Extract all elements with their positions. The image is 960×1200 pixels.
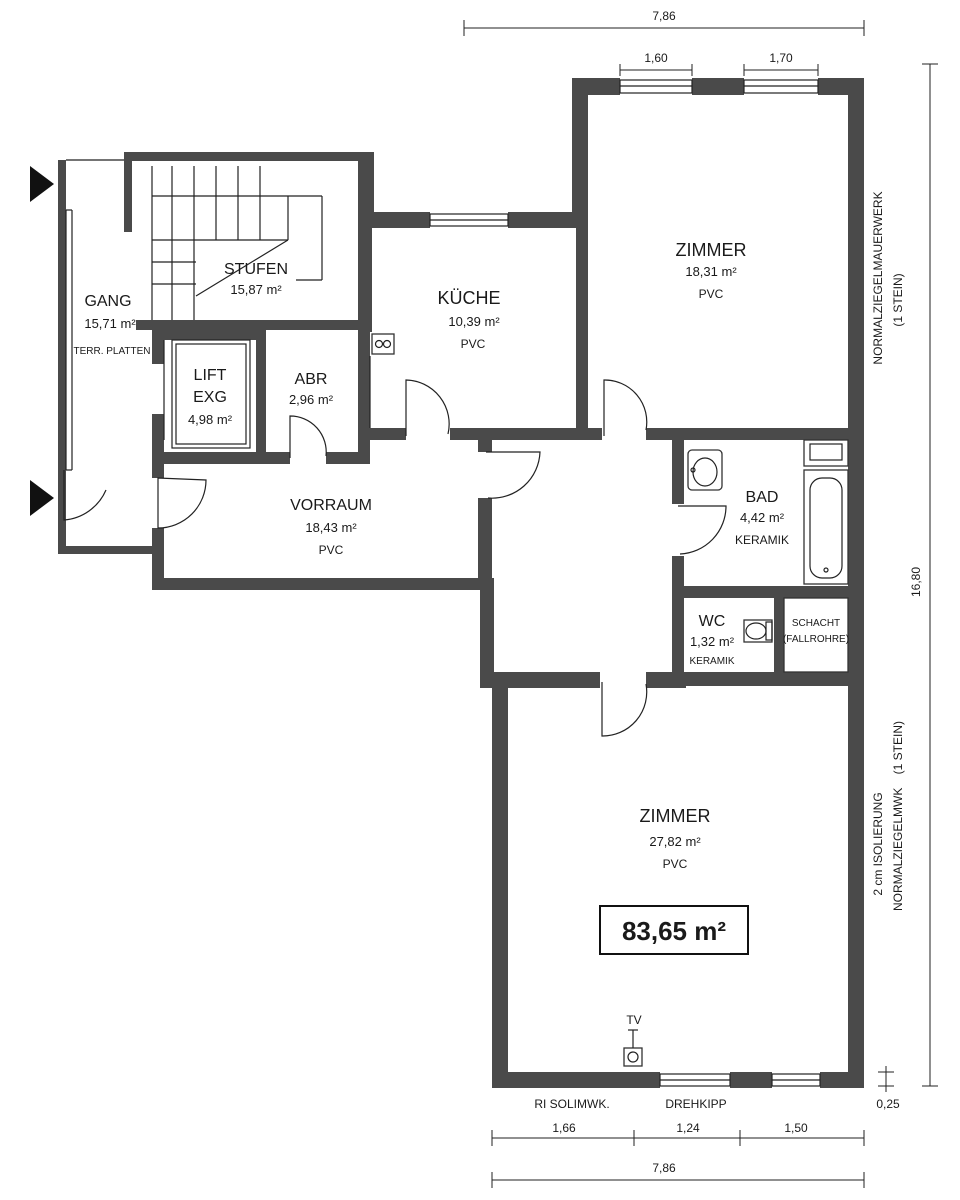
- zimmer-bottom-material: PVC: [663, 857, 688, 871]
- zimmer-bottom-name: ZIMMER: [640, 806, 711, 826]
- room-labels: GANG 15,71 m² TERR. PLATTEN STUFEN 15,87…: [73, 240, 849, 1027]
- dim-bottom-seg-1: 1,66: [552, 1121, 576, 1135]
- lift-name-1: LIFT: [194, 367, 227, 384]
- wall-note-lower-1: 2 cm ISOLIERUNG: [871, 792, 885, 895]
- bottom-note-right: DREHKIPP: [665, 1097, 726, 1111]
- bad-name: BAD: [746, 489, 779, 506]
- dim-right-height: 16,80: [909, 567, 923, 597]
- bad-area: 4,42 m²: [740, 510, 785, 525]
- dim-bottom-total: 7,86: [652, 1161, 676, 1175]
- bad-material: KERAMIK: [735, 533, 789, 547]
- gang-area: 15,71 m²: [84, 316, 136, 331]
- dim-right-offset: 0,25: [876, 1097, 900, 1111]
- schacht-label-2: (FALLROHRE): [783, 634, 849, 645]
- dimension-lines: [463, 20, 938, 1188]
- wall-note-upper-1: NORMALZIEGELMAUERWERK: [871, 191, 885, 364]
- fixtures: [369, 333, 849, 1067]
- bottom-note-left: RI SOLIMWK.: [534, 1097, 609, 1111]
- dim-bottom-seg-2: 1,24: [676, 1121, 700, 1135]
- dimension-labels: 7,86 1,60 1,70 16,80 0,25 1,66 1,24 1,50…: [552, 9, 923, 1175]
- total-area: 83,65 m²: [622, 916, 726, 946]
- schacht-label-1: SCHACHT: [792, 618, 840, 629]
- bottom-notes: RI SOLIMWK. DREHKIPP: [534, 1097, 726, 1111]
- schacht-icon: [783, 597, 849, 673]
- wc-name: WC: [699, 613, 726, 630]
- sink-icon: [687, 449, 723, 491]
- vorraum-name: VORRAUM: [290, 497, 372, 514]
- zimmer-top-name: ZIMMER: [676, 240, 747, 260]
- wall-notes: NORMALZIEGELMAUERWERK (1 STEIN) 2 cm ISO…: [871, 191, 905, 911]
- wc-material: KERAMIK: [689, 656, 734, 667]
- vorraum-area: 18,43 m²: [305, 520, 357, 535]
- zimmer-bottom-area: 27,82 m²: [649, 834, 701, 849]
- windows: [66, 79, 821, 1087]
- total-area-box: 83,65 m²: [599, 905, 749, 955]
- stufen-name: STUFEN: [224, 261, 288, 278]
- wall-note-upper-2: (1 STEIN): [891, 273, 905, 326]
- gang-name: GANG: [84, 293, 131, 310]
- tv-socket-icon: [623, 1047, 643, 1067]
- stufen-area: 15,87 m²: [230, 282, 282, 297]
- vorraum-material: PVC: [319, 543, 344, 557]
- dim-window-2: 1,70: [769, 51, 793, 65]
- bathtub-icon: [803, 469, 849, 585]
- staircase: [151, 166, 323, 320]
- dim-top-total: 7,86: [652, 9, 676, 23]
- tv-label: TV: [626, 1013, 641, 1027]
- abr-name: ABR: [295, 371, 328, 388]
- dim-bottom-seg-3: 1,50: [784, 1121, 808, 1135]
- lift-shaft: [171, 339, 251, 449]
- lift-name-2: EXG: [193, 389, 227, 406]
- doors: [63, 379, 727, 737]
- wall-note-lower-2: NORMALZIEGELMWK (1 STEIN): [891, 721, 905, 911]
- walls: [58, 78, 864, 1088]
- entry-arrow-top-icon: [30, 166, 54, 202]
- abr-area: 2,96 m²: [289, 392, 334, 407]
- kueche-material: PVC: [461, 337, 486, 351]
- entry-arrow-bottom-icon: [30, 480, 54, 516]
- lift-area: 4,98 m²: [188, 412, 233, 427]
- gang-inner-lines: [65, 210, 165, 471]
- zimmer-top-material: PVC: [699, 287, 724, 301]
- gang-material: TERR. PLATTEN: [73, 346, 150, 357]
- wc-area: 1,32 m²: [690, 634, 735, 649]
- kueche-area: 10,39 m²: [448, 314, 500, 329]
- kueche-name: KÜCHE: [437, 288, 500, 308]
- dim-window-1: 1,60: [644, 51, 668, 65]
- zimmer-top-area: 18,31 m²: [685, 264, 737, 279]
